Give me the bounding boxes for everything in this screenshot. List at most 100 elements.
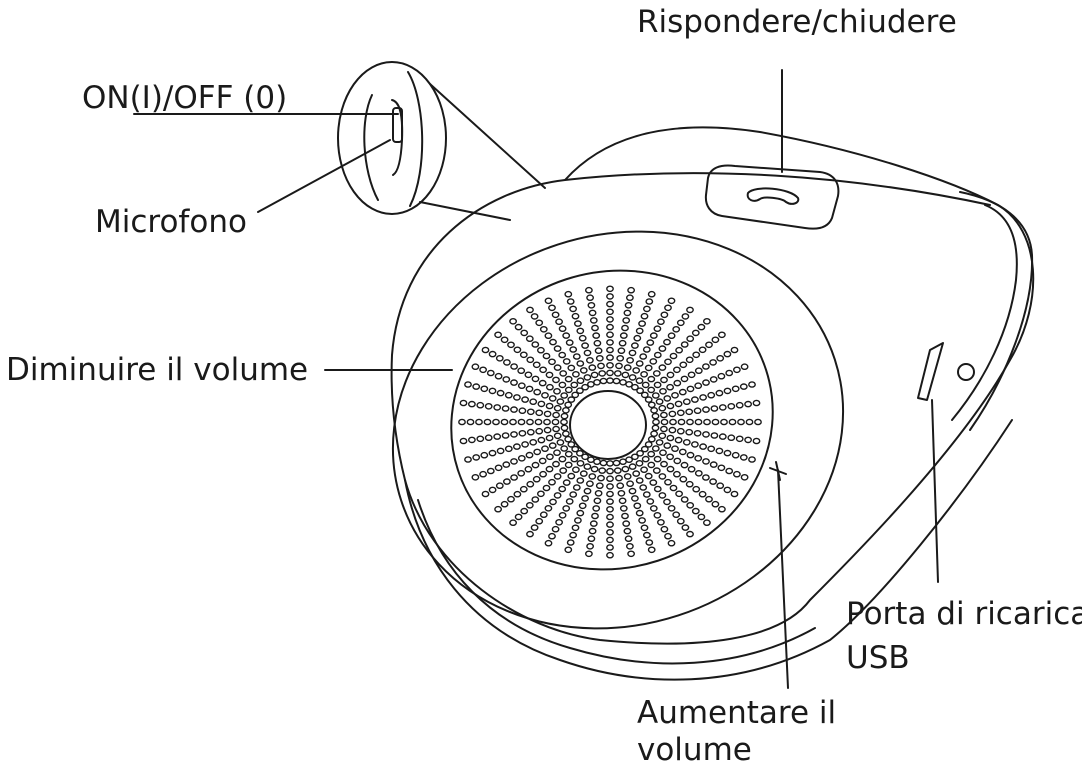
grille-hole [531, 496, 540, 503]
grille-hole [709, 376, 718, 383]
grille-hole [493, 433, 502, 440]
device-body-outline [390, 126, 1035, 645]
grille-hole [626, 543, 634, 550]
grille-hole [718, 433, 727, 440]
grille-hole [558, 325, 567, 333]
grille-hole [501, 432, 510, 439]
grille-hole [592, 332, 601, 339]
grille-hole [694, 469, 703, 477]
grille-hole [673, 366, 681, 374]
grille-hole [576, 477, 585, 484]
grille-hole [517, 382, 526, 390]
grille-hole [574, 517, 582, 524]
grille-hole [553, 492, 562, 499]
grille-hole [517, 418, 526, 426]
grille-hole [578, 502, 587, 510]
grille-hole [698, 346, 707, 354]
grille-hole [571, 312, 580, 320]
grille-hole [538, 379, 547, 387]
grille-hole [677, 418, 686, 426]
grille-hole [571, 445, 580, 453]
grille-hole [588, 527, 597, 535]
grille-hole [564, 461, 573, 469]
grille-hole [647, 386, 656, 394]
grille-hole [691, 507, 700, 515]
grille-hole [659, 387, 667, 395]
grille-hole [510, 458, 518, 465]
grille-hole [681, 313, 690, 320]
side-indicator-hole [957, 363, 975, 381]
grille-hole [594, 489, 603, 497]
grille-hole [754, 418, 762, 426]
grille-hole [694, 367, 703, 375]
grille-hole [488, 449, 497, 457]
grille-hole [658, 492, 667, 499]
grille-hole [475, 418, 483, 426]
grille-hole [560, 418, 568, 426]
grille-hole [733, 366, 741, 374]
grille-hole [549, 338, 557, 346]
grille-hole [644, 364, 653, 372]
grille-hole [687, 371, 696, 379]
grille-hole [569, 346, 578, 353]
grille-hole [711, 500, 720, 508]
grille-hole [553, 432, 562, 440]
grille-hole [558, 512, 567, 519]
grille-hole [709, 461, 718, 468]
grille-hole [513, 490, 522, 498]
grille-hole [658, 364, 667, 371]
grille-hole [606, 490, 614, 498]
grille-hole [658, 404, 667, 412]
grille-hole [598, 370, 607, 377]
grille-hole [653, 325, 662, 333]
grille-hole [572, 484, 581, 491]
grille-hole [705, 341, 713, 349]
grille-hole [529, 438, 538, 446]
grille-hole [472, 454, 481, 461]
grille-hole [676, 409, 685, 417]
grille-hole [606, 483, 614, 490]
grille-hole [565, 498, 574, 505]
grille-hole [702, 379, 710, 386]
grille-hole [619, 332, 628, 339]
grille-hole [643, 305, 651, 313]
grille-hole [558, 351, 567, 359]
grille-hole [520, 507, 529, 515]
grille-hole [615, 362, 623, 370]
grille-hole [599, 377, 608, 385]
grille-hole [586, 543, 594, 550]
grille-hole [597, 474, 605, 482]
grille-hole [660, 411, 668, 419]
grille-hole [733, 470, 741, 478]
grille-hole [542, 352, 551, 360]
grille-hole [616, 482, 625, 490]
grille-hole [666, 465, 675, 473]
grille-hole [549, 498, 557, 506]
grille-hole [618, 339, 627, 347]
grille-hole [702, 406, 710, 413]
grille-hole [571, 524, 580, 532]
grille-hole [668, 426, 677, 434]
grille-hole [669, 484, 678, 492]
grille-hole [715, 447, 724, 455]
grille-hole [624, 535, 633, 543]
grille-hole [617, 347, 626, 355]
grille-hole [526, 356, 535, 364]
grille-hole [581, 383, 589, 391]
grille-hole [593, 378, 601, 386]
grille-hole [682, 438, 691, 446]
grille-hole [564, 546, 573, 554]
grille-hole [647, 401, 656, 409]
grille-hole [553, 449, 561, 457]
grille-hole [533, 448, 542, 456]
grille-hole [663, 498, 671, 506]
grille-hole [692, 485, 701, 493]
grille-hole [674, 400, 683, 408]
grille-hole [562, 479, 571, 486]
grille-hole [481, 490, 490, 498]
grille-hole [711, 418, 720, 426]
grille-hole [606, 467, 614, 475]
grille-hole [537, 400, 546, 408]
grille-hole [632, 367, 641, 374]
grille-hole [730, 346, 739, 354]
